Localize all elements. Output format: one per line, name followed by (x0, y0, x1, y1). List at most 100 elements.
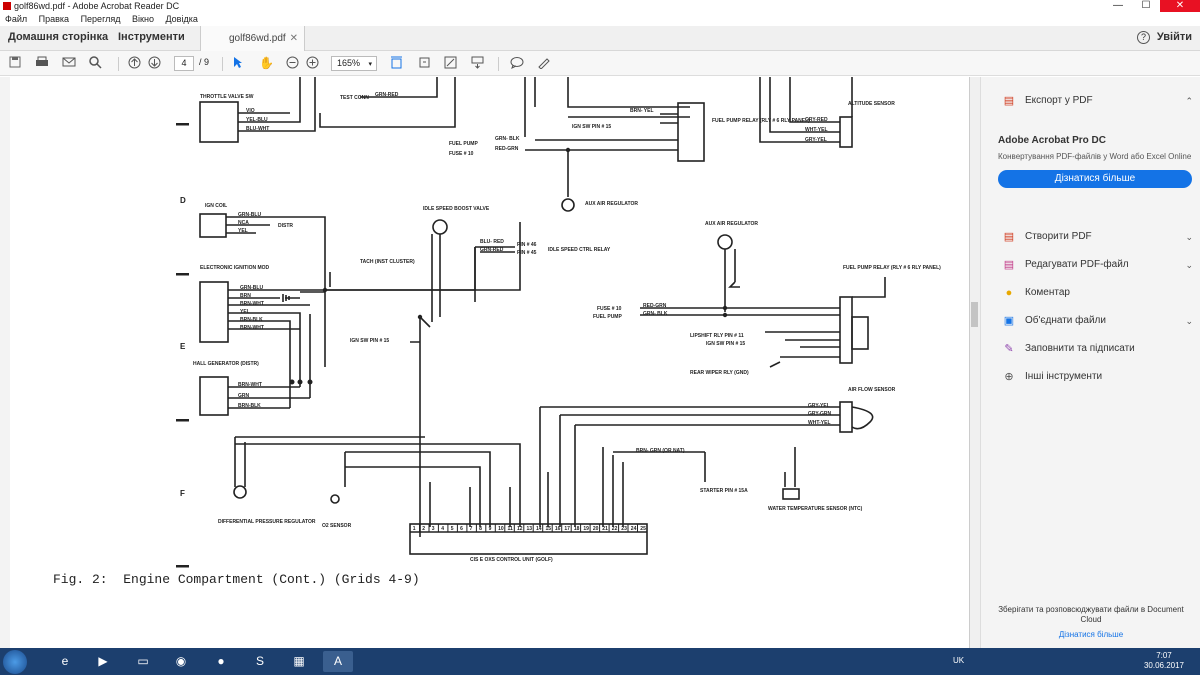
tab-document[interactable]: golf86wd.pdf ✕ (200, 26, 305, 51)
zoom-out-icon[interactable] (286, 56, 299, 72)
ecu-pin-13: 13 (527, 526, 533, 532)
cloud-text: Зберігати та розповсюджувати файли в Doc… (998, 605, 1184, 624)
media-player-icon[interactable]: ▶ (98, 654, 108, 668)
wiring-diagram: D E F THROTTLE VALVE SW TEST CONN GRN-RE… (176, 77, 941, 568)
toolbar: 4 / 9 ✋ 165% ▾ (0, 51, 1200, 76)
cloud-learn-more-link[interactable]: Дізнатися більше (1058, 630, 1124, 639)
label-gry-yel2: GRY-YEL (808, 403, 830, 409)
ie-icon[interactable]: e (61, 654, 69, 668)
menu-help[interactable]: Довідка (165, 14, 198, 24)
ecu-pin-14: 14 (536, 526, 542, 532)
minimize-button[interactable]: — (1113, 0, 1123, 11)
page-total: / 9 (199, 57, 210, 67)
chevron-down-icon[interactable]: ⌄ (1185, 232, 1193, 242)
tab-tools[interactable]: Інструменти (118, 31, 185, 43)
fit-width-icon[interactable] (390, 56, 403, 72)
search-icon[interactable] (89, 56, 102, 72)
label-grn-red2: GRN-RED (480, 247, 504, 253)
edit-pdf-icon: ▤ (1003, 259, 1015, 271)
label-starter: STARTER PIN # 15A (700, 488, 748, 494)
panel-fill-sign[interactable]: ✎ Заповнити та підписати (1003, 342, 1193, 356)
label-brn-wht: BRN-WHT (240, 301, 264, 307)
window-title: golf86wd.pdf - Adobe Acrobat Reader DC (14, 1, 180, 11)
archiver-icon[interactable]: ▦ (293, 654, 305, 668)
ecu-pin-5: 5 (451, 526, 454, 532)
label-throttle: THROTTLE VALVE SW (200, 94, 254, 100)
explorer-icon[interactable]: ▭ (137, 654, 149, 668)
document-viewer[interactable]: D E F THROTTLE VALVE SW TEST CONN GRN-RE… (0, 77, 970, 648)
panel-edit-pdf[interactable]: ▤ Редагувати PDF-файл ⌄ (1003, 258, 1193, 272)
menu-file[interactable]: Файл (5, 14, 28, 24)
ecu-pin-17: 17 (564, 526, 570, 532)
learn-more-button[interactable]: Дізнатися більше (998, 170, 1192, 188)
login-button[interactable]: Увійти (1156, 31, 1192, 43)
title-bar: golf86wd.pdf - Adobe Acrobat Reader DC —… (0, 0, 1200, 12)
label-ecu: CIS E OXS CONTROL UNIT (GOLF) (470, 557, 553, 563)
panel-edit-label: Редагувати PDF-файл (1025, 259, 1129, 270)
label-distr: DISTR (278, 223, 293, 229)
label-ign-sw15: IGN SW PIN # 15 (572, 124, 611, 130)
label-blu-red: BLU- RED (480, 239, 504, 245)
label-rear-wiper: REAR WIPER RLY (GND) (690, 370, 749, 376)
zoom-in-icon[interactable] (306, 56, 319, 72)
arrow-down-icon[interactable] (148, 56, 161, 72)
pen-icon[interactable] (537, 56, 550, 72)
help-icon[interactable]: ? (1137, 31, 1150, 44)
menu-edit[interactable]: Правка (38, 14, 70, 24)
clock[interactable]: 7:07 30.06.2017 (1144, 651, 1184, 671)
zoom-select[interactable]: 165% ▾ (331, 56, 377, 71)
tab-home[interactable]: Домашня сторінка (8, 31, 109, 43)
menu-window[interactable]: Вікно (132, 14, 154, 24)
panel-fill-label: Заповнити та підписати (1025, 343, 1135, 354)
label-brn-wht2: BRN-WHT (240, 325, 264, 331)
page-number-input[interactable]: 4 (174, 56, 194, 71)
label-yel: YEL (238, 228, 248, 234)
label-yel-blu: YEL-BLU (246, 117, 268, 123)
email-icon[interactable] (62, 56, 76, 71)
panel-create-pdf[interactable]: ▤ Створити PDF ⌄ (1003, 230, 1193, 244)
vertical-scrollbar[interactable] (970, 77, 980, 648)
rotate-icon[interactable] (418, 56, 431, 72)
ecu-pin-16: 16 (555, 526, 561, 532)
skype-icon[interactable]: S (255, 654, 264, 668)
create-pdf-icon: ▤ (1003, 231, 1015, 243)
close-button[interactable]: ✕ (1160, 0, 1200, 12)
label-idle-relay: IDLE SPEED CTRL RELAY (548, 247, 611, 253)
language-indicator[interactable]: UK (953, 656, 965, 665)
print-icon[interactable] (35, 56, 49, 71)
label-grn-blu2: GRN-BLU (240, 285, 263, 291)
chrome-icon[interactable]: ◉ (175, 654, 187, 668)
ecu-pin-11: 11 (508, 526, 514, 532)
hand-icon[interactable]: ✋ (259, 56, 274, 70)
label-ign-sw15-mid: IGN SW PIN # 15 (350, 338, 389, 344)
app-icon[interactable]: ● (217, 654, 225, 668)
maximize-button[interactable]: ☐ (1141, 0, 1151, 11)
scrollbar-thumb[interactable] (971, 302, 978, 327)
zoom-value: 165% (337, 58, 361, 68)
label-grn-red: GRN-RED (375, 92, 399, 98)
panel-export-pdf[interactable]: ▤ Експорт у PDF ⌃ (1003, 94, 1193, 108)
ecu-pin-7: 7 (470, 526, 473, 532)
start-button[interactable] (3, 650, 27, 674)
arrow-up-icon[interactable] (128, 56, 141, 72)
close-tab-icon[interactable]: ✕ (289, 33, 298, 44)
ecu-pin-8: 8 (479, 526, 482, 532)
save-icon[interactable] (9, 56, 21, 71)
tab-bar: Домашня сторінка Інструменти golf86wd.pd… (0, 26, 1200, 51)
pointer-icon[interactable] (233, 56, 243, 72)
label-fuse10: FUSE # 10 (449, 151, 474, 157)
panel-more-tools[interactable]: ⊕ Інші інструменти (1003, 370, 1193, 384)
chevron-down-icon[interactable]: ⌄ (1185, 260, 1193, 270)
chevron-down-icon[interactable]: ⌄ (1185, 316, 1193, 326)
acrobat-taskbar-icon[interactable]: A (323, 651, 353, 672)
menu-view[interactable]: Перегляд (80, 14, 121, 24)
scroll-mode-icon[interactable] (471, 56, 484, 72)
comment-icon[interactable] (510, 56, 524, 72)
label-wht-yel2: WHT-YEL (808, 420, 831, 426)
panel-comment[interactable]: ● Коментар (1003, 286, 1193, 300)
panel-combine-files[interactable]: ▣ Об'єднати файли ⌄ (1003, 314, 1193, 328)
chevron-up-icon[interactable]: ⌃ (1185, 96, 1193, 106)
label-lipshift: LIPSHIFT RLY PIN # 11 (690, 333, 744, 339)
fullscreen-icon[interactable] (444, 56, 457, 72)
label-gry-red: GRY-RED (805, 117, 828, 123)
